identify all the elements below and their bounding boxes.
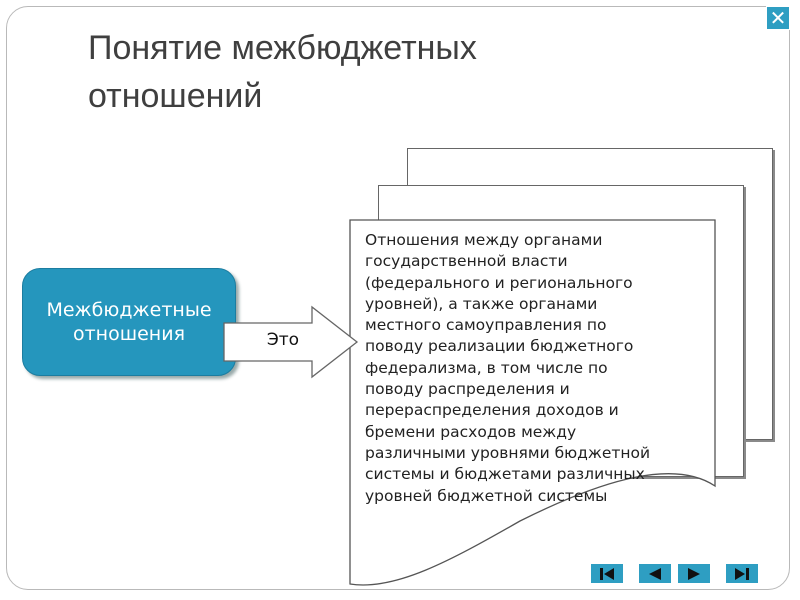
- title-line-2: отношений: [88, 77, 263, 115]
- definition-line: поводу реализации бюджетного: [365, 337, 634, 356]
- last-icon: [735, 567, 749, 580]
- concept-box: Межбюджетные отношения: [22, 268, 236, 376]
- definition-line: (федерального и регионального: [365, 273, 633, 292]
- first-slide-button[interactable]: [590, 563, 624, 584]
- slide-title: Понятие межбюджетных отношений: [88, 24, 608, 120]
- title-line-1: Понятие межбюджетных: [88, 29, 477, 67]
- definition-line: государственной власти: [365, 252, 568, 271]
- definition-line: местного самоуправления по: [365, 316, 607, 335]
- concept-line-1: Межбюджетные: [46, 299, 212, 321]
- concept-line-2: отношения: [72, 323, 185, 345]
- arrow-label: Это: [266, 330, 300, 350]
- first-icon: [600, 567, 614, 580]
- prev-slide-button[interactable]: [638, 563, 672, 584]
- document-shape: [349, 219, 716, 586]
- definition-line: Отношения между органами: [365, 231, 603, 249]
- prev-icon: [649, 567, 661, 580]
- arrow-shape: [223, 305, 359, 379]
- definition-line: уровней), а также органами: [365, 294, 598, 313]
- close-icon: ✕: [769, 7, 787, 30]
- definition-line: уровней бюджетной системы: [365, 486, 608, 505]
- next-icon: [688, 567, 700, 580]
- definition-line: системы и бюджетами различных: [365, 465, 645, 484]
- next-slide-button[interactable]: [677, 563, 711, 584]
- definition-line: бремени расходов между: [365, 422, 577, 441]
- last-slide-button[interactable]: [725, 563, 759, 584]
- definition-line: перераспределения доходов и: [365, 401, 619, 420]
- definition-line: федерализма, в том числе по: [365, 358, 608, 377]
- definition-text: Отношения между органами государственной…: [365, 230, 715, 507]
- definition-line: различными уровнями бюджетной: [365, 443, 651, 462]
- definition-line: поводу распределения и: [365, 380, 570, 399]
- close-button[interactable]: ✕: [766, 6, 790, 30]
